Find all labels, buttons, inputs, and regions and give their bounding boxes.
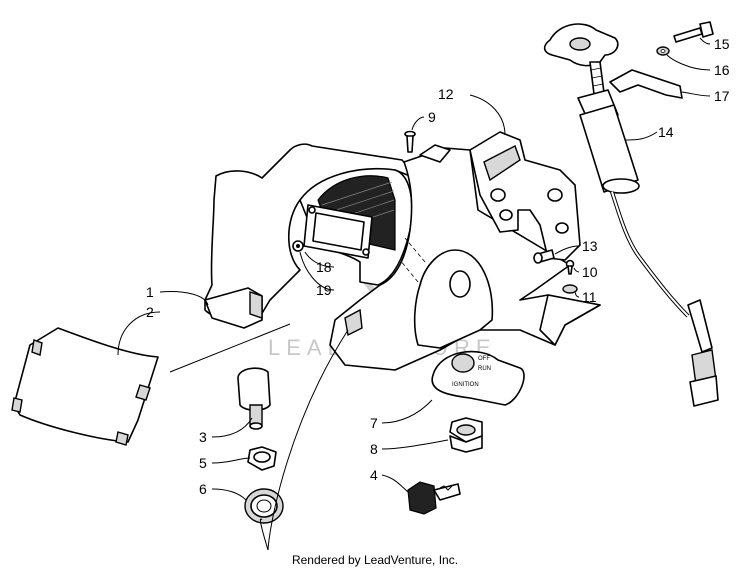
key-part — [407, 481, 461, 515]
callout-6: 6 — [199, 481, 207, 497]
lock-washer — [244, 488, 284, 524]
washer-16 — [656, 46, 670, 56]
strap-clamp — [609, 69, 683, 99]
cylinder-assembly — [543, 23, 719, 407]
console-housing — [204, 143, 601, 371]
callout-7: 7 — [370, 415, 378, 431]
bolt-15 — [673, 21, 714, 43]
callout-4: 4 — [370, 467, 378, 483]
ignition-switch: OFF RUN IGNITION — [431, 350, 525, 406]
callout-1: 1 — [146, 284, 154, 300]
callout-8: 8 — [370, 441, 378, 457]
screw-9 — [404, 130, 416, 153]
callouts: 1 2 3 4 5 6 7 8 9 10 11 12 13 14 15 16 1… — [146, 36, 730, 497]
callout-3: 3 — [199, 429, 207, 445]
nut-19 — [292, 240, 304, 252]
callout-10: 10 — [582, 264, 598, 280]
switch-label-ignition: IGNITION — [452, 382, 479, 388]
washer-11 — [562, 284, 578, 294]
screw-10 — [565, 259, 575, 275]
nut-part — [247, 446, 277, 471]
callout-5: 5 — [199, 455, 207, 471]
footer-credit: Rendered by LeadVenture, Inc. — [291, 553, 459, 567]
callout-12: 12 — [438, 86, 454, 102]
callout-9: 9 — [428, 109, 436, 125]
callout-16: 16 — [714, 62, 730, 78]
cover-panel — [11, 327, 159, 446]
callout-19: 19 — [316, 282, 332, 298]
callout-17: 17 — [714, 88, 730, 104]
switch-label-run: RUN — [478, 366, 491, 372]
callout-13: 13 — [582, 238, 598, 254]
callout-11: 11 — [582, 289, 597, 305]
callout-15: 15 — [714, 36, 730, 52]
leader-lines — [117, 37, 711, 551]
screw-13 — [533, 249, 555, 264]
switch-nut — [449, 417, 483, 453]
callout-18: 18 — [316, 259, 332, 275]
plug-part — [237, 367, 271, 430]
callout-14: 14 — [658, 124, 674, 140]
mount-bracket — [469, 131, 581, 261]
callout-2: 2 — [146, 304, 154, 320]
switch-label-off: OFF — [478, 356, 490, 362]
